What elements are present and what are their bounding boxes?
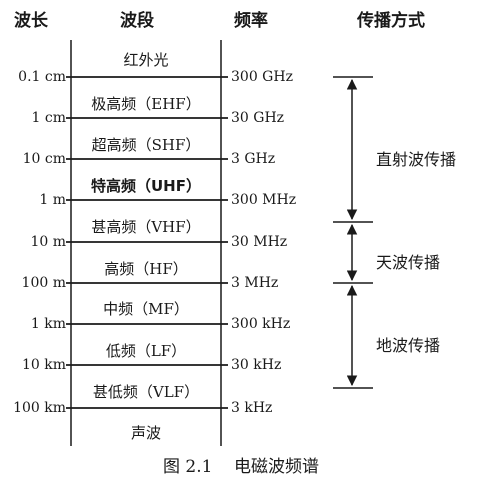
frequency-label: 300 kHz [231,316,291,332]
band-label: 低频（LF） [105,342,187,360]
wavelength-label: 100 km [13,400,66,416]
propagation-label: 地波传播 [376,336,441,355]
figure-caption: 图 2.1 电磁波频谱 [162,457,320,477]
boundary-lines [66,76,228,409]
band-label: 声波 [130,424,161,442]
band-label: 甚高频（VHF） [91,218,201,236]
wavelength-label: 10 cm [22,151,66,167]
header-wavelength: 波长 [14,11,48,31]
wavelength-label: 100 m [21,275,66,291]
wavelength-label: 1 m [39,192,66,208]
propagation-label: 天波传播 [376,253,441,272]
frequency-label: 300 MHz [231,192,297,208]
frequency-label: 300 GHz [231,69,293,85]
header-band: 波段 [120,11,154,31]
frequency-label: 3 kHz [231,400,273,416]
propagation-label: 直射波传播 [376,150,457,169]
frequency-label: 3 GHz [231,151,276,167]
band-label: 超高频（SHF） [91,136,201,154]
wavelength-label: 10 km [21,357,66,373]
frequency-label: 30 kHz [231,357,282,373]
band-label: 极高频（EHF） [91,95,201,113]
band-label: 高频（HF） [104,260,188,278]
header-frequency: 频率 [234,11,268,31]
frequency-label: 3 MHz [231,275,279,291]
frequency-label: 30 MHz [231,234,288,250]
band-label: 特高频（UHF） [91,177,201,195]
wavelength-label: 10 m [30,234,66,250]
band-label: 红外光 [123,51,169,69]
frequency-label: 30 GHz [231,110,285,126]
band-label: 中频（MF） [103,300,189,318]
wavelength-label: 0.1 cm [18,69,66,85]
header-propagation: 传播方式 [357,11,425,31]
band-label: 甚低频（VLF） [92,383,200,401]
wavelength-label: 1 cm [31,110,66,126]
wavelength-label: 1 km [30,316,66,332]
